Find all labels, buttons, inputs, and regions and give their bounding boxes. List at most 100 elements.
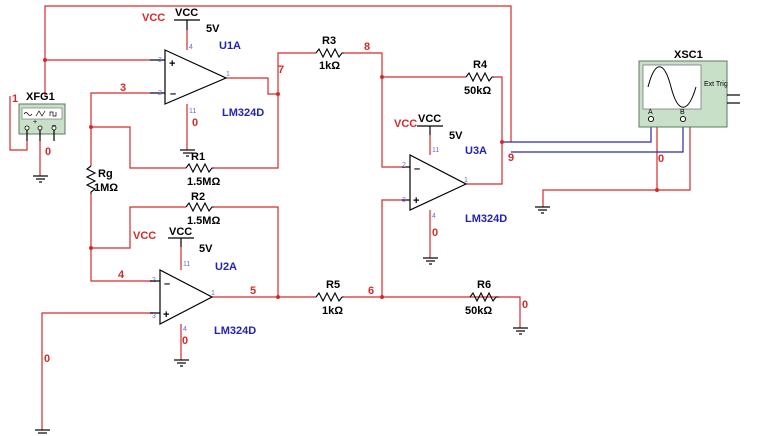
wire-u2a-plus bbox=[41, 312, 155, 430]
u2a-part: LM324D bbox=[214, 325, 256, 337]
svg-text:4: 4 bbox=[189, 44, 193, 51]
junction-dot bbox=[89, 246, 93, 250]
svg-text:4: 4 bbox=[432, 213, 436, 220]
junction-dot bbox=[500, 140, 504, 144]
vcc-symbol-label: VCC bbox=[169, 226, 192, 238]
svg-text:1: 1 bbox=[226, 71, 230, 78]
svg-text:+: + bbox=[163, 309, 169, 321]
junction-dot bbox=[655, 188, 659, 192]
net-label: 6 bbox=[368, 285, 374, 297]
xfg1-plus-mark: + bbox=[33, 119, 37, 126]
xsc1-screen bbox=[642, 64, 702, 110]
wire-net4 bbox=[90, 248, 155, 282]
svg-text:–: – bbox=[414, 163, 420, 175]
net-label: 0 bbox=[192, 117, 198, 129]
svg-text:4: 4 bbox=[183, 326, 187, 333]
resistor-r6[interactable] bbox=[469, 291, 498, 303]
opamp-u3a[interactable]: – + bbox=[402, 154, 468, 211]
junction-dot bbox=[380, 75, 384, 79]
wire-scope-gnd bbox=[542, 125, 658, 207]
xfg1-minus-mark: _ bbox=[51, 119, 56, 126]
wire-top-loop bbox=[44, 5, 512, 142]
r3-ref: R3 bbox=[322, 35, 336, 47]
wire-r1-left bbox=[91, 126, 186, 169]
ground-symbols bbox=[33, 149, 550, 434]
r2-value: 1.5MΩ bbox=[187, 215, 220, 227]
square-wave-icon bbox=[49, 111, 57, 117]
resistor-rg[interactable] bbox=[85, 165, 97, 194]
net-label: 4 bbox=[118, 269, 125, 281]
r1-value: 1.5MΩ bbox=[187, 176, 220, 188]
svg-text:+: + bbox=[413, 195, 419, 207]
vcc-net-label: VCC bbox=[142, 12, 165, 24]
ground-symbol bbox=[535, 206, 550, 214]
svg-text:11: 11 bbox=[189, 108, 196, 115]
svg-text:2: 2 bbox=[152, 277, 156, 284]
u3a-part: LM324D bbox=[465, 213, 507, 225]
wire-u3a-minus bbox=[381, 77, 405, 168]
u3a-ref: U3A bbox=[465, 145, 487, 157]
vcc-symbol-label: VCC bbox=[418, 113, 441, 125]
vcc-value-label: 5V bbox=[206, 23, 220, 35]
wire-r2-left bbox=[90, 194, 186, 249]
r6-ref: R6 bbox=[477, 279, 491, 291]
net-label: 0 bbox=[522, 299, 528, 311]
r5-value: 1kΩ bbox=[322, 305, 343, 317]
xsc1-channel-b[interactable] bbox=[679, 115, 687, 123]
vcc-net-label: VCC bbox=[133, 230, 156, 242]
net-label: 9 bbox=[508, 152, 514, 164]
wires-red bbox=[9, 5, 691, 430]
u1a-part: LM324D bbox=[222, 107, 264, 119]
net-label: 0 bbox=[182, 335, 188, 347]
wire-scope-b-minus bbox=[657, 125, 691, 191]
junction-dot bbox=[89, 125, 93, 129]
resistor-r3[interactable] bbox=[315, 47, 344, 59]
svg-text:2: 2 bbox=[402, 162, 406, 169]
net-label: 5 bbox=[250, 285, 256, 297]
net-label: 7 bbox=[278, 64, 284, 76]
xfg1-terminal-plus[interactable] bbox=[24, 125, 30, 131]
function-generator-xfg1[interactable] bbox=[18, 103, 66, 141]
r5-ref: R5 bbox=[326, 279, 340, 291]
wire-r1-right bbox=[214, 94, 279, 169]
opamp-u2a[interactable]: – + bbox=[150, 269, 214, 325]
wire-u3a-plus bbox=[381, 199, 405, 297]
vcc-value-label: 5V bbox=[199, 243, 213, 255]
triangle-wave-icon bbox=[35, 110, 46, 117]
oscilloscope-xsc1[interactable] bbox=[638, 60, 740, 128]
resistor-r5[interactable] bbox=[315, 291, 344, 303]
resistor-r2[interactable] bbox=[185, 201, 214, 213]
wire-r2-right bbox=[214, 206, 279, 297]
sine-wave-icon bbox=[23, 112, 33, 116]
xfg1-ref: XFG1 bbox=[26, 91, 55, 103]
r1-ref: R1 bbox=[191, 151, 205, 163]
resistor-r1[interactable] bbox=[185, 162, 214, 174]
opamp-triangle bbox=[409, 154, 468, 211]
wire-net3 bbox=[90, 92, 150, 166]
wire-r6-gnd bbox=[498, 296, 521, 328]
rg-value: 1MΩ bbox=[94, 182, 118, 194]
xfg1-terminal-minus[interactable] bbox=[51, 125, 57, 131]
svg-text:2: 2 bbox=[158, 90, 162, 97]
opamp-triangle bbox=[159, 269, 214, 325]
r2-ref: R2 bbox=[191, 191, 205, 203]
waveform-icon bbox=[647, 66, 697, 108]
wire-scope-a bbox=[502, 122, 652, 143]
wire-net8 bbox=[344, 52, 466, 78]
svg-text:1: 1 bbox=[464, 177, 468, 184]
net-label: 1 bbox=[12, 93, 18, 105]
vcc-net-label: VCC bbox=[394, 118, 417, 130]
xsc1-channel-a[interactable] bbox=[647, 115, 655, 123]
net-label: 0 bbox=[432, 227, 438, 239]
r3-value: 1kΩ bbox=[319, 60, 340, 72]
xsc1-ext-trig: Ext Trig bbox=[704, 81, 728, 88]
ground-symbol bbox=[513, 327, 528, 335]
xfg1-terminal-common[interactable] bbox=[37, 125, 43, 131]
resistor-r4[interactable] bbox=[465, 71, 494, 83]
r4-ref: R4 bbox=[473, 59, 488, 71]
wire-net7 bbox=[226, 52, 316, 95]
wires-blue bbox=[502, 122, 684, 153]
r4-value: 50kΩ bbox=[464, 85, 491, 97]
opamp-u1a[interactable]: + – bbox=[150, 49, 228, 105]
